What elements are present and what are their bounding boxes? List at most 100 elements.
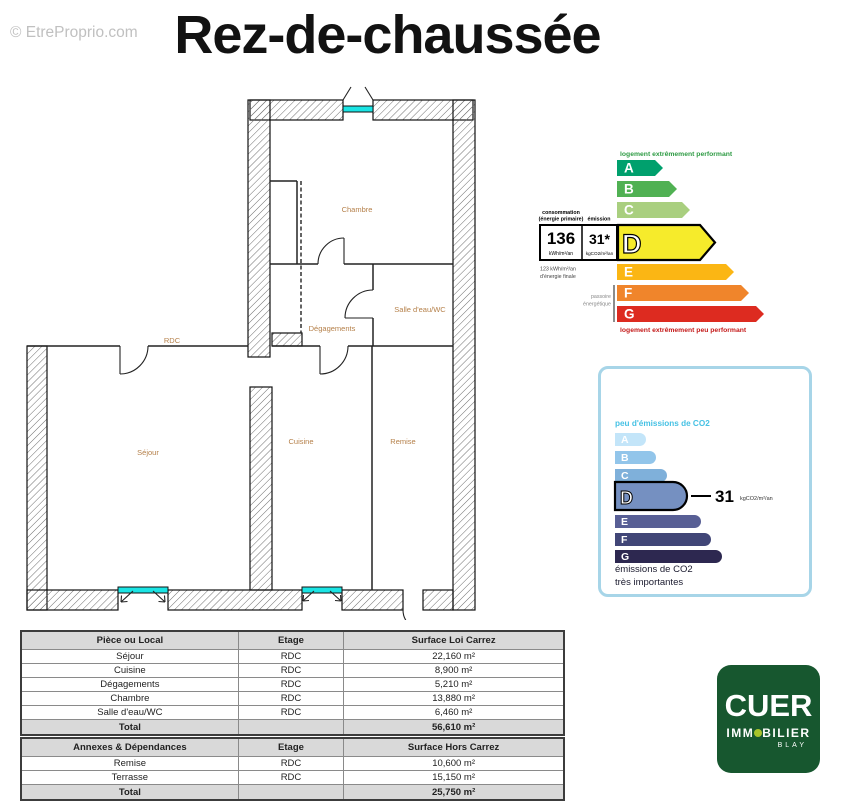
- cell-surface: 10,600 m²: [343, 756, 565, 771]
- cell-etage: RDC: [237, 756, 345, 771]
- cell-etage: RDC: [237, 770, 345, 785]
- room-label-salle-eau: Salle d'eau/WC: [394, 305, 446, 314]
- ges-footer-2: très importantes: [615, 577, 683, 588]
- ges-class-e: E: [621, 516, 628, 528]
- dpe-class-b: B: [624, 182, 634, 197]
- ges-class-g: G: [621, 551, 629, 563]
- table-header-row: Pièce ou Local Etage Surface Loi Carrez: [20, 630, 565, 650]
- cell-surface: 8,900 m²: [343, 663, 565, 678]
- watermark: © EtreProprio.com: [10, 24, 138, 41]
- ges-class-b: B: [621, 452, 629, 464]
- table-total-row: Total 56,610 m²: [20, 719, 565, 736]
- cell-total-etage: [237, 719, 345, 736]
- ges-bar-d-current: [613, 480, 689, 512]
- cell-total-etage: [237, 784, 345, 801]
- dpe-class-e: E: [624, 265, 633, 280]
- dpe-emission-unit: kgCO2/m²/an: [586, 251, 614, 256]
- ges-unit: kgCO2/m²/an: [740, 496, 773, 502]
- dpe-consumption-label-2: (énergie primaire): [539, 217, 584, 223]
- page-title: Rez-de-chaussée: [174, 5, 601, 65]
- cell-etage: RDC: [237, 663, 345, 678]
- cell-total-label: Total: [20, 719, 239, 736]
- dpe-arrow-b: [617, 181, 677, 197]
- col-header-etage: Etage: [237, 737, 345, 757]
- dpe-energy-diagram: logement extrêmement performant A B C E …: [539, 151, 764, 334]
- dpe-passoire-1: passoire: [591, 294, 611, 300]
- dpe-class-a: A: [624, 161, 634, 176]
- logo-immobilier-post: BILIER: [762, 726, 811, 740]
- room-label-rdc: RDC: [164, 336, 181, 345]
- cell-total-surface: 56,610 m²: [343, 719, 565, 736]
- ges-class-c: C: [621, 470, 629, 482]
- col-header-piece: Pièce ou Local: [20, 630, 239, 650]
- window-top: [342, 105, 374, 113]
- ges-value: 31: [715, 487, 734, 506]
- ges-title: peu d'émissions de CO2: [615, 419, 710, 428]
- dpe-emission-value: 31*: [589, 231, 611, 247]
- dpe-arrow-g: [617, 306, 764, 322]
- ges-bar-a: [615, 433, 646, 446]
- door-swings: [119, 237, 407, 620]
- dpe-bottom-label: logement extrêmement peu performant: [620, 327, 747, 334]
- window-cuisine: [301, 586, 343, 594]
- interior-walls: [27, 180, 453, 590]
- cell-surface: 6,460 m²: [343, 705, 565, 720]
- cell-piece: Dégagements: [20, 677, 239, 692]
- col-header-etage: Etage: [237, 630, 345, 650]
- room-label-cuisine: Cuisine: [288, 437, 313, 446]
- ges-bar-b: [615, 451, 656, 464]
- dpe-consumption-label-1: consommation: [542, 210, 580, 216]
- room-label-degagements: Dégagements: [309, 324, 356, 333]
- ges-class-a: A: [621, 434, 629, 446]
- surface-table-carrez: Pièce ou Local Etage Surface Loi Carrez …: [20, 630, 565, 736]
- cell-etage: RDC: [237, 649, 345, 664]
- ges-bar-f: [615, 533, 711, 546]
- logo-city: BLAY: [777, 742, 807, 749]
- cell-surface: 13,880 m²: [343, 691, 565, 706]
- cell-etage: RDC: [237, 705, 345, 720]
- room-label-chambre: Chambre: [342, 205, 373, 214]
- cell-total-label: Total: [20, 784, 239, 801]
- ges-class-d-current: D: [620, 488, 633, 508]
- floor-plan: Chambre Salle d'eau/WC Dégagements RDC S…: [26, 86, 476, 620]
- cell-surface: 15,150 m²: [343, 770, 565, 785]
- window-sejour: [117, 586, 169, 594]
- cell-piece: Cuisine: [20, 663, 239, 678]
- dpe-arrow-e: [617, 264, 734, 280]
- dpe-top-label: logement extrêmement performant: [620, 151, 733, 158]
- ges-footer-1: émissions de CO2: [615, 564, 693, 575]
- dpe-consumption-unit: kWh/m²/an: [549, 251, 573, 257]
- ges-bar-e: [615, 515, 701, 528]
- surface-table-annexes: Annexes & Dépendances Etage Surface Hors…: [20, 737, 565, 801]
- dpe-class-g: G: [624, 307, 635, 322]
- dpe-arrow-f: [617, 285, 749, 301]
- windows: [117, 105, 374, 594]
- table-header-row: Annexes & Dépendances Etage Surface Hors…: [20, 737, 565, 757]
- cell-etage: RDC: [237, 677, 345, 692]
- dpe-consumption-value: 136: [547, 229, 575, 248]
- dpe-arrow-a: [617, 160, 663, 176]
- ges-co2-diagram: peu d'émissions de CO2 A B C E F G D 31 …: [598, 366, 812, 597]
- cell-piece: Salle d'eau/WC: [20, 705, 239, 720]
- cell-surface: 5,210 m²: [343, 677, 565, 692]
- dpe-final-energy-2: d'énergie finale: [540, 274, 576, 280]
- cell-piece: Remise: [20, 756, 239, 771]
- col-header-surface-hors: Surface Hors Carrez: [343, 737, 565, 757]
- col-header-surface: Surface Loi Carrez: [343, 630, 565, 650]
- cell-piece: Chambre: [20, 691, 239, 706]
- dpe-final-energy-1: 123 kWh/m²/an: [540, 267, 576, 273]
- dpe-class-c: C: [624, 203, 634, 218]
- room-label-sejour: Séjour: [137, 448, 159, 457]
- dpe-value-box: [539, 224, 618, 261]
- dpe-emission-label: émission: [588, 217, 611, 223]
- dpe-passoire-2: énergétique: [583, 302, 611, 308]
- col-header-annexes: Annexes & Dépendances: [20, 737, 239, 757]
